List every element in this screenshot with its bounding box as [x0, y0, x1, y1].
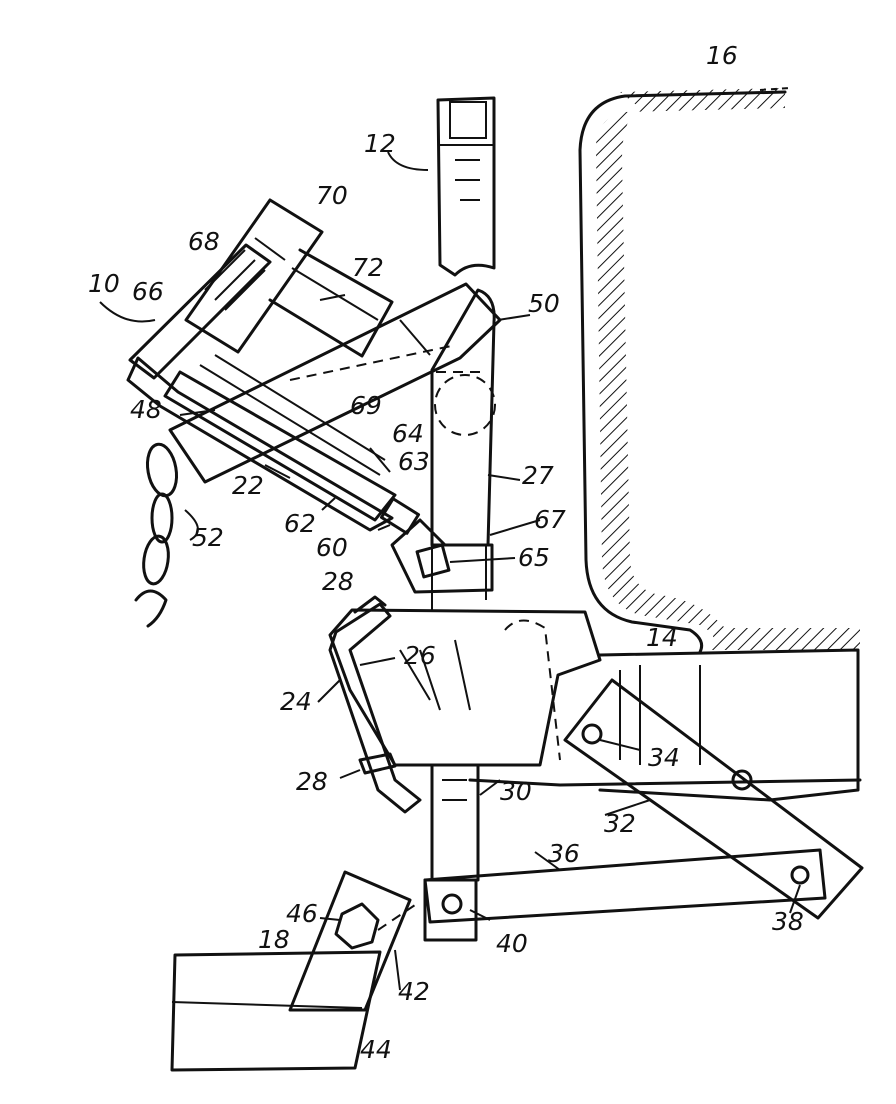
ref-40: 40: [496, 929, 528, 958]
ref-28-upper: 28: [322, 567, 354, 596]
ref-44: 44: [360, 1035, 392, 1064]
ref-42: 42: [398, 977, 430, 1006]
ref-64: 64: [392, 419, 424, 448]
ref-27: 27: [522, 461, 554, 490]
ref-69: 69: [350, 391, 382, 420]
member-12: [438, 98, 494, 275]
ref-48: 48: [130, 395, 162, 424]
vehicle-body-16: [580, 88, 860, 652]
ref-28-lower: 28: [296, 767, 328, 796]
ref-36: 36: [548, 839, 580, 868]
ref-30: 30: [500, 777, 532, 806]
ref-38: 38: [772, 907, 804, 936]
ref-67: 67: [534, 505, 566, 534]
ref-68: 68: [188, 227, 220, 256]
ref-26: 26: [404, 641, 436, 670]
ref-10: 10: [88, 269, 120, 298]
ref-18: 18: [258, 925, 290, 954]
ref-52: 52: [192, 523, 224, 552]
ref-46: 46: [286, 899, 318, 928]
ref-66: 66: [132, 277, 164, 306]
ref-14: 14: [646, 623, 678, 652]
post-30: [432, 765, 478, 880]
ref-60: 60: [316, 533, 348, 562]
ref-62: 62: [284, 509, 316, 538]
chain-52: [136, 442, 180, 626]
bracket-65: [392, 520, 492, 592]
ref-16: 16: [706, 41, 738, 70]
ref-24: 24: [280, 687, 312, 716]
bracket-42: [290, 872, 415, 1010]
ref-22: 22: [232, 471, 264, 500]
ref-12: 12: [364, 129, 396, 158]
ref-50: 50: [528, 289, 560, 318]
ref-72: 72: [352, 253, 384, 282]
beam-14: [600, 650, 858, 800]
ref-34: 34: [648, 743, 680, 772]
actuator-assembly-10: [128, 200, 419, 533]
ref-63: 63: [398, 447, 430, 476]
ref-65: 65: [518, 543, 550, 572]
link-36: [425, 850, 825, 940]
ref-32: 32: [604, 809, 636, 838]
ref-70: 70: [316, 181, 348, 210]
